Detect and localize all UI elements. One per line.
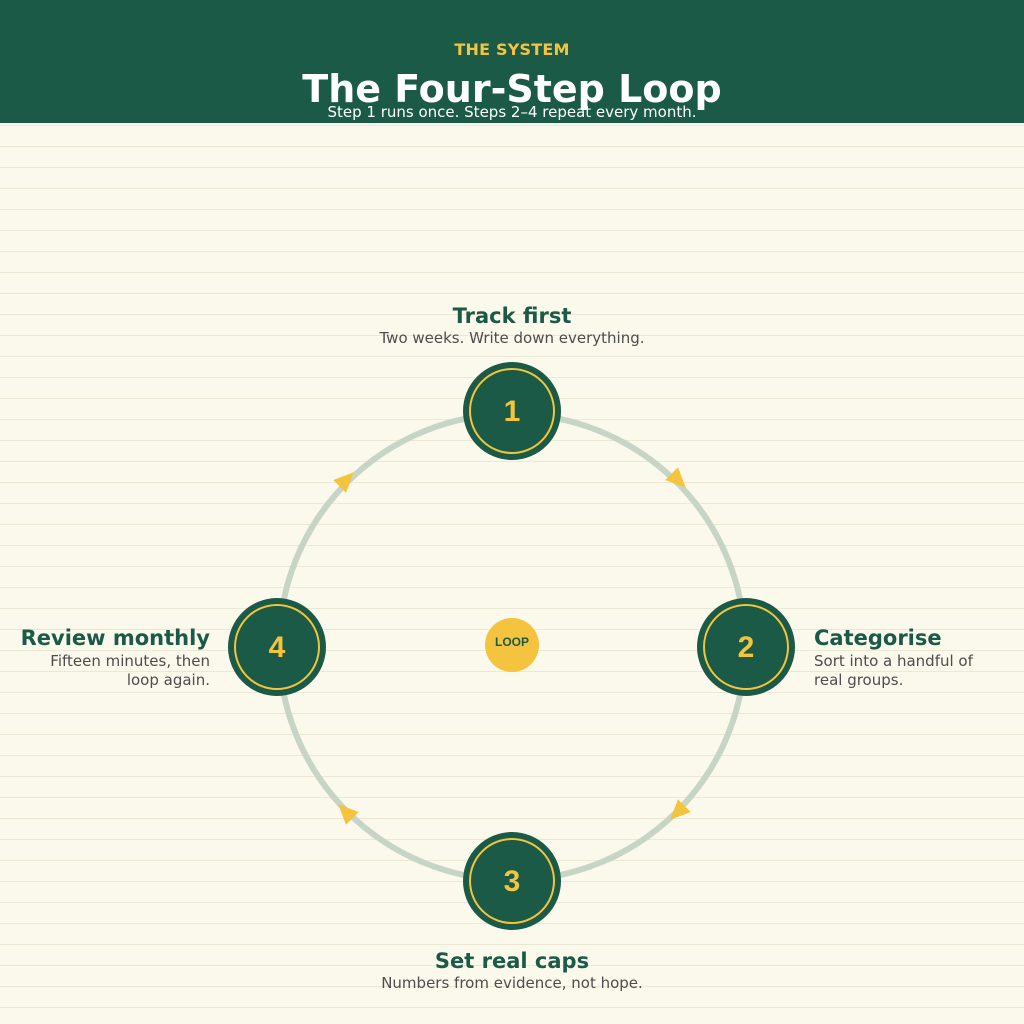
step-number: 3 [504,865,521,898]
step-4-description-line-1: Fifteen minutes, then [50,652,210,670]
step-node-4: 4 [228,598,326,696]
step-number: 4 [269,631,286,664]
step-4-title: Review monthly [20,626,210,650]
step-4-description-line-2: loop again. [126,671,210,689]
step-2-description-line-1: Sort into a handful of [814,652,973,670]
step-1-title: Track first [452,304,572,328]
step-number: 2 [738,631,755,664]
step-3-description: Numbers from evidence, not hope. [381,974,643,992]
step-node-circle [463,832,561,930]
step-node-2: 2 [697,598,795,696]
step-2-title: Categorise [814,626,942,650]
arrow-icon-2-to-3 [670,799,691,820]
center-loop-badge [485,618,539,672]
arrow-icon-1-to-2 [665,467,686,488]
header-banner: THE SYSTEM The Four-Step Loop Step 1 run… [0,0,1024,123]
center-loop-label: LOOP [495,635,529,649]
step-3-title: Set real caps [434,949,590,973]
step-node-3: 3 [463,832,561,930]
step-node-1: 1 [463,362,561,460]
page-subtitle: Step 1 runs once. Steps 2–4 repeat every… [327,103,697,121]
arrow-icon-4-to-1 [333,472,354,493]
step-node-ring [234,604,320,690]
step-number: 1 [504,395,521,428]
arrow-icon-3-to-4 [338,804,359,825]
step-node-ring [469,368,555,454]
step-2-description-line-2: real groups. [814,671,904,689]
page-title: The Four-Step Loop [302,67,722,111]
step-node-circle [228,598,326,696]
step-node-ring [469,838,555,924]
step-node-ring [703,604,789,690]
eyebrow-label: THE SYSTEM [454,40,570,59]
step-node-circle [463,362,561,460]
step-node-circle [697,598,795,696]
step-1-description: Two weeks. Write down everything. [379,329,645,347]
